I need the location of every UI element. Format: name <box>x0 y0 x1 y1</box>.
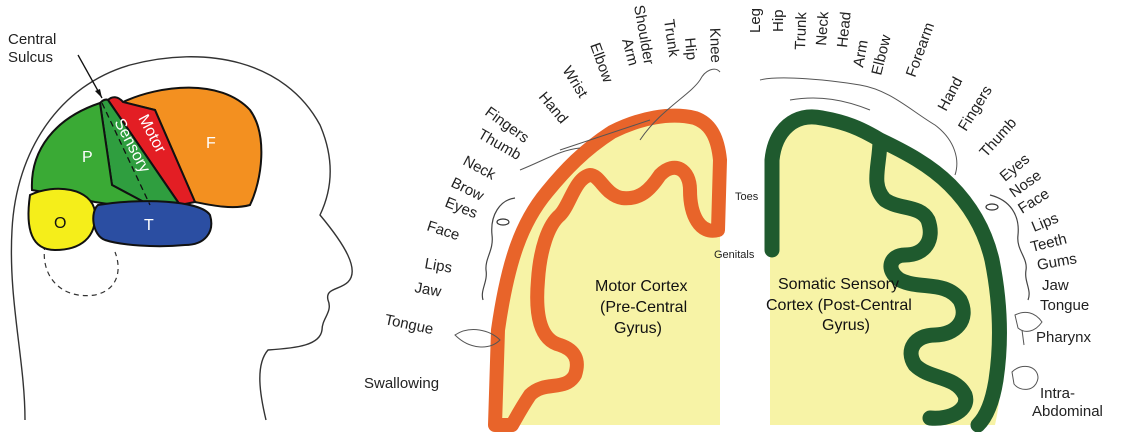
motor-face-eye <box>497 219 509 225</box>
sensory-label-gums: Gums <box>1036 250 1078 274</box>
sensory-label-thumb: Thumb <box>976 115 1020 161</box>
sensory-label-tongue: Tongue <box>1040 297 1089 314</box>
sensory-face-eye <box>986 204 998 210</box>
motor-label-tongue: Tongue <box>383 311 435 338</box>
motor-label-elbow: Elbow <box>586 41 616 85</box>
region-label-parietal: P <box>82 149 93 166</box>
motor-label-hand: Hand <box>535 89 571 127</box>
motor-label-genitals: Genitals <box>714 249 755 261</box>
sensory-label-abdominal: Abdominal <box>1032 403 1103 420</box>
sensory-label-elbow: Elbow <box>868 33 894 77</box>
motor-label-swallowing: Swallowing <box>364 375 439 392</box>
sulcus-label-line1: Central <box>8 31 56 48</box>
sensory-label-head: Head <box>834 11 855 48</box>
sensory-label-trunk: Trunk <box>792 11 810 50</box>
sensory-label-arm: Arm <box>850 39 872 69</box>
motor-title-line2: (Pre-Central <box>600 299 687 316</box>
sensory-label-hand: Hand <box>935 74 967 114</box>
motor-title-line1: Motor Cortex <box>595 278 687 295</box>
motor-label-jaw: Jaw <box>413 279 442 300</box>
motor-label-trunk: Trunk <box>660 18 682 58</box>
ear-outline <box>44 245 118 296</box>
sensory-abdominal <box>1012 366 1038 389</box>
motor-label-face: Face <box>425 218 462 244</box>
sensory-label-leg: Leg <box>747 8 764 33</box>
sensory-title-line1: Somatic Sensory <box>778 276 899 293</box>
motor-title-line3: Gyrus) <box>614 320 662 337</box>
sensory-label-pharynx: Pharynx <box>1036 329 1092 346</box>
motor-cortex: Motor Cortex (Pre-Central Gyrus) Swallow… <box>364 4 759 425</box>
motor-label-toes: Toes <box>735 191 759 203</box>
sensory-label-intra: Intra- <box>1040 385 1075 402</box>
motor-label-lips: Lips <box>423 255 453 277</box>
sulcus-arrowhead <box>95 89 102 98</box>
sensory-cortex: Somatic Sensory Cortex (Post-Central Gyr… <box>747 8 1103 425</box>
motor-label-wrist: Wrist <box>559 63 592 101</box>
region-label-occipital: O <box>54 215 66 232</box>
motor-label-hip: Hip <box>681 37 700 61</box>
sensory-title-line3: Gyrus) <box>822 317 870 334</box>
sensory-label-jaw: Jaw <box>1042 277 1069 294</box>
sensory-label-neck: Neck <box>813 11 832 47</box>
sensory-title-line2: Cortex (Post-Central <box>766 297 912 314</box>
motor-cortex-body <box>495 116 720 425</box>
sensory-label-forearm: Forearm <box>903 20 938 79</box>
region-label-frontal: F <box>206 135 216 152</box>
head-diagram: Central Sulcus P Sensory Motor F O T <box>8 31 352 420</box>
region-label-temporal: T <box>144 217 154 234</box>
motor-label-knee: Knee <box>706 28 724 64</box>
sensory-label-hip: Hip <box>770 9 787 32</box>
sulcus-label-line2: Sulcus <box>8 49 53 66</box>
